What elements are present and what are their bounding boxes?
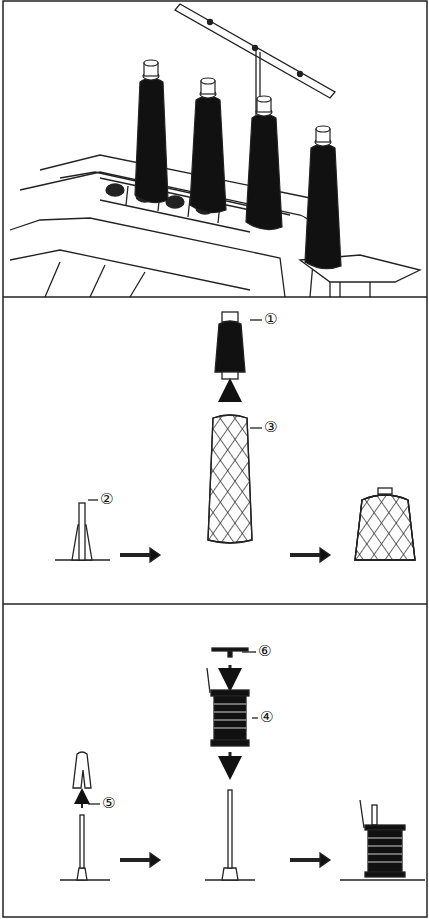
net-steps <box>55 312 415 562</box>
machine-drawing <box>10 4 420 297</box>
callout-number: ⑤ <box>102 796 115 811</box>
callout-number: ④ <box>260 710 273 725</box>
callout-number: ② <box>100 492 113 507</box>
frame <box>3 1 427 917</box>
thread-cones <box>135 60 341 269</box>
callout-number: ⑥ <box>258 644 271 659</box>
callout-number: ① <box>264 312 277 327</box>
callout-number: ③ <box>264 420 277 435</box>
spool-steps <box>60 648 425 880</box>
